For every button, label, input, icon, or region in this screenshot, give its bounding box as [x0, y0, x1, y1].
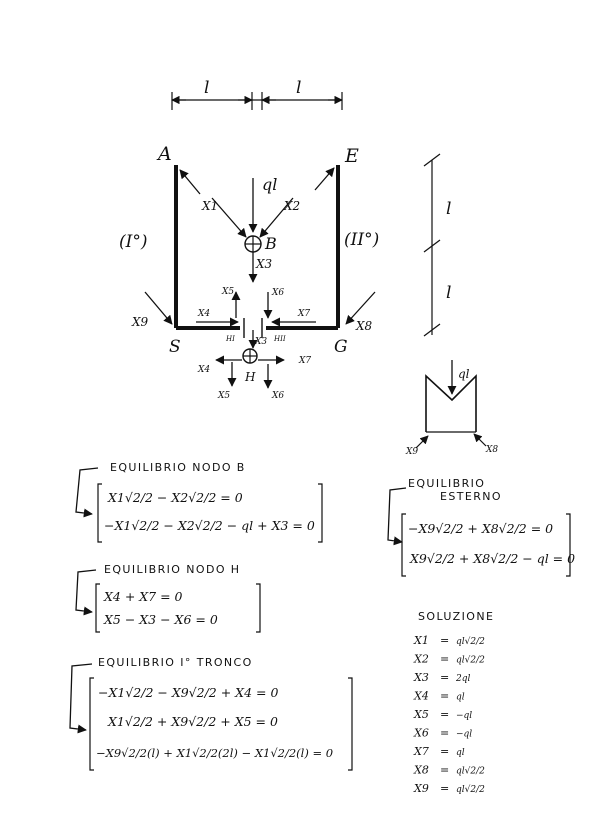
force-label-x5-at-h: X5	[217, 391, 230, 401]
force-label-x3-at-h: X3	[254, 337, 267, 347]
solution-title: SOLUZIONE	[418, 610, 494, 623]
node-h: H	[242, 348, 258, 384]
eq-ext-title-2: ESTERNO	[440, 490, 502, 503]
label-trunk-one: (I°)	[119, 232, 147, 252]
force-label-x2: X2	[283, 199, 300, 213]
force-label-x7: X7	[297, 309, 310, 319]
solution-row-value: −ql	[456, 711, 472, 721]
mini-label-x9: X9	[405, 447, 418, 457]
solution-row-value: ql√2/2	[456, 636, 485, 647]
solution-row-value: ql√2/2	[456, 766, 485, 777]
equation-block-external: EQUILIBRIO ESTERNO −X9√2/2 + X8√2/2 = 0 …	[387, 477, 575, 577]
equation-block-trunk-one: EQUILIBRIO I° TRONCO −X1√2/2 − X9√2/2 + …	[69, 656, 353, 771]
point-label-b: B	[264, 234, 277, 253]
eq-i-line-1: −X1√2/2 − X9√2/2 + X4 = 0	[98, 685, 278, 700]
solution-row-equals: =	[440, 671, 449, 684]
solution-row-name: X3	[413, 671, 429, 684]
point-label-g: G	[334, 337, 348, 357]
dim-label-right-bottom: l	[446, 283, 451, 303]
eq-h-title: EQUILIBRIO NODO H	[104, 563, 240, 576]
eq-i-line-2: X1√2/2 + X9√2/2 + X5 = 0	[107, 714, 278, 729]
force-label-x5: X5	[221, 287, 234, 297]
solution-row-value: ql√2/2	[456, 655, 485, 666]
eq-h-line-1: X4 + X7 = 0	[103, 589, 183, 604]
solution-row-name: X1	[413, 634, 429, 647]
force-label-x8: X8	[355, 319, 373, 333]
solution-row-value: 2ql	[455, 674, 470, 684]
label-hii: HII	[273, 335, 286, 343]
solution-row-name: X8	[413, 764, 429, 777]
label-trunk-two: (II°)	[344, 230, 379, 250]
solution-row-equals: =	[440, 634, 449, 647]
solution-row-equals: =	[440, 745, 449, 758]
solution-rows: X1=ql√2/2X2=ql√2/2X3=2qlX4=qlX5=−qlX6=−q…	[413, 634, 485, 795]
solution-row-equals: =	[440, 764, 449, 777]
force-label-ql: ql	[262, 175, 277, 194]
solution-row-value: −ql	[456, 730, 472, 740]
solution-row-name: X2	[413, 653, 429, 666]
dimension-right: l l	[423, 153, 451, 337]
eq-ext-title-1: EQUILIBRIO	[408, 477, 485, 490]
eq-i-line-3: −X9√2/2(l) + X1√2/2(2l) − X1√2/2(l) = 0	[96, 746, 333, 760]
solution-row-value: ql	[456, 748, 465, 758]
solution-row-value: ql	[456, 693, 465, 703]
force-label-x9: X9	[131, 315, 149, 329]
point-label-s: S	[169, 337, 181, 357]
solution-row-name: X5	[413, 708, 429, 721]
equation-block-node-b: EQUILIBRIO NODO B X1√2/2 − X2√2/2 = 0 −X…	[75, 461, 323, 543]
eq-i-title: EQUILIBRIO I° TRONCO	[98, 656, 253, 669]
equation-block-node-h: EQUILIBRIO NODO H X4 + X7 = 0 X5 − X3 − …	[75, 563, 261, 633]
solution-row-equals: =	[440, 782, 449, 795]
dim-label-top-right: l	[296, 78, 301, 98]
solution-row-value: ql√2/2	[456, 784, 485, 795]
force-label-x6-at-h: X6	[271, 391, 284, 401]
eq-h-line-2: X5 − X3 − X6 = 0	[103, 612, 218, 627]
dim-label-right-top: l	[446, 199, 451, 219]
solution-row-equals: =	[440, 708, 449, 721]
eq-b-line-1: X1√2/2 − X2√2/2 = 0	[107, 490, 243, 505]
force-label-x7-at-h: X7	[298, 356, 311, 366]
mini-label-ql: ql	[458, 367, 470, 381]
solution-row-name: X6	[413, 727, 429, 740]
eq-b-title: EQUILIBRIO NODO B	[110, 461, 246, 474]
eq-ext-line-1: −X9√2/2 + X8√2/2 = 0	[408, 521, 553, 536]
force-label-x4: X4	[197, 309, 210, 319]
solution-row-name: X9	[413, 782, 429, 795]
mini-label-x8: X8	[485, 445, 498, 455]
external-sketch: ql X9 X8	[405, 360, 498, 457]
dimension-top: l l	[171, 78, 343, 110]
solution-row-equals: =	[440, 653, 449, 666]
point-label-a: A	[156, 143, 172, 165]
truss-frame	[174, 165, 340, 338]
node-b: B	[244, 234, 277, 253]
label-hi: HI	[225, 335, 235, 343]
solution-row-name: X4	[413, 690, 429, 703]
force-label-x3: X3	[255, 257, 273, 271]
solution-row-equals: =	[440, 727, 449, 740]
point-label-h: H	[244, 370, 256, 384]
solution-row-name: X7	[413, 745, 429, 758]
point-label-e: E	[344, 145, 359, 167]
eq-ext-line-2: X9√2/2 + X8√2/2 − ql = 0	[409, 551, 575, 566]
solution-block: SOLUZIONE X1=ql√2/2X2=ql√2/2X3=2qlX4=qlX…	[413, 610, 494, 795]
force-label-x4-at-h: X4	[197, 365, 210, 375]
dim-label-top-left: l	[204, 78, 209, 98]
force-label-x6: X6	[271, 288, 284, 298]
eq-b-line-2: −X1√2/2 − X2√2/2 − ql + X3 = 0	[104, 518, 315, 533]
force-label-x1: X1	[201, 199, 218, 213]
solution-row-equals: =	[440, 690, 449, 703]
